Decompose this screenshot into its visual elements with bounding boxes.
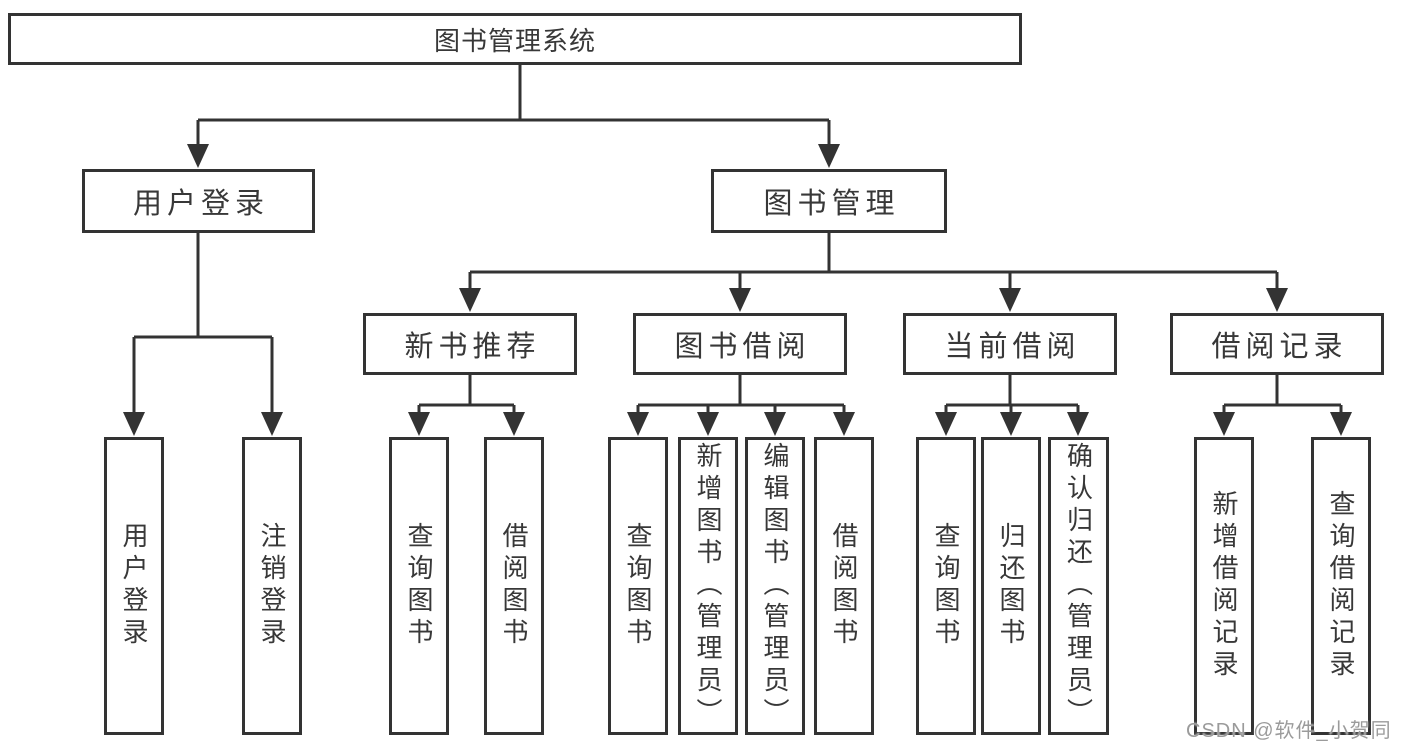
arrowheads <box>123 144 1352 436</box>
node-book-borrowing: 图书借阅 <box>633 313 847 375</box>
arrowhead-icon <box>697 412 719 436</box>
node-br-query-record: 查询借阅记录 <box>1311 437 1371 735</box>
node-bb-query-books: 查询图书 <box>608 437 668 735</box>
arrowhead-icon <box>459 288 481 312</box>
arrowhead-icon <box>935 412 957 436</box>
arrowhead-icon <box>1000 412 1022 436</box>
node-cb-query-books: 查询图书 <box>916 437 976 735</box>
node-new-book-recommendation: 新书推荐 <box>363 313 577 375</box>
csdn-watermark: CSDN @软件_小贺同学 <box>1186 720 1392 742</box>
node-logout: 注销登录 <box>242 437 302 735</box>
node-user-login: 用户登录 <box>82 169 315 233</box>
node-user-login-action: 用户登录 <box>104 437 164 735</box>
arrowhead-icon <box>999 288 1021 312</box>
node-borrowing-records: 借阅记录 <box>1170 313 1384 375</box>
arrowhead-icon <box>833 412 855 436</box>
arrowhead-icon <box>1266 288 1288 312</box>
node-cb-return-books: 归还图书 <box>981 437 1041 735</box>
node-cb-confirm-return-admin: 确认归还（管理员） <box>1048 437 1109 735</box>
arrowhead-icon <box>408 412 430 436</box>
node-book-management: 图书管理 <box>711 169 947 233</box>
arrowhead-icon <box>818 144 840 168</box>
arrowhead-icon <box>1067 412 1089 436</box>
arrowhead-icon <box>187 144 209 168</box>
node-br-add-record: 新增借阅记录 <box>1194 437 1254 735</box>
node-nb-borrow-books: 借阅图书 <box>484 437 544 735</box>
node-bb-add-books-admin: 新增图书（管理员） <box>678 437 738 735</box>
node-current-borrowing: 当前借阅 <box>903 313 1117 375</box>
arrowhead-icon <box>123 412 145 436</box>
node-bb-edit-books-admin: 编辑图书（管理员） <box>745 437 805 735</box>
arrowhead-icon <box>503 412 525 436</box>
node-root: 图书管理系统 <box>8 13 1022 65</box>
arrowhead-icon <box>627 412 649 436</box>
node-bb-borrow-books: 借阅图书 <box>814 437 874 735</box>
arrowhead-icon <box>764 412 786 436</box>
node-nb-query-books: 查询图书 <box>389 437 449 735</box>
arrowhead-icon <box>729 288 751 312</box>
arrowhead-icon <box>261 412 283 436</box>
arrowhead-icon <box>1213 412 1235 436</box>
arrowhead-icon <box>1330 412 1352 436</box>
